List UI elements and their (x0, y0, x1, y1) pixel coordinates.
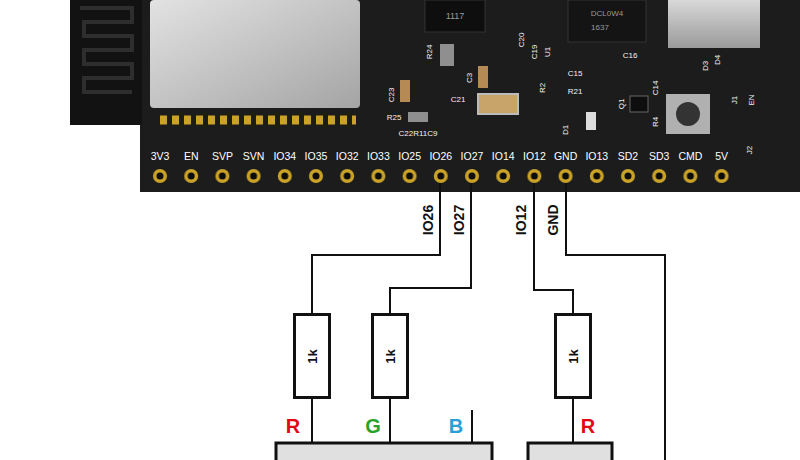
pin-label: IO27 (461, 151, 484, 162)
silkscreen-label: C21 (451, 96, 466, 104)
wire (471, 410, 473, 444)
silkscreen-label: 1117 (446, 12, 465, 21)
resistor-value: 1k (567, 349, 580, 363)
resistor-symbol: 1k (554, 313, 592, 399)
silkscreen-label: C23 (388, 88, 396, 103)
wire (389, 399, 391, 444)
wire (311, 399, 313, 444)
button-cap (676, 102, 700, 126)
pin-label: 3V3 (151, 151, 170, 162)
silkscreen-label: R4 (652, 117, 660, 127)
silkscreen-label: D1 (562, 125, 570, 135)
usb-uart-chip (568, 0, 646, 42)
wires (312, 183, 665, 460)
module-pads (160, 116, 356, 125)
silkscreen-label: R2 (539, 83, 547, 93)
usb-connector (668, 0, 760, 48)
pin-label: IO26 (429, 151, 452, 162)
pin-label: SVP (212, 151, 233, 162)
wire (572, 399, 574, 444)
push-button (666, 94, 710, 134)
wire (534, 183, 573, 313)
silkscreen-label: 1637 (591, 24, 609, 32)
pin-label: 5V (715, 151, 728, 162)
silkscreen-label: C15 (568, 70, 583, 78)
silkscreen-label: C19 (531, 45, 539, 60)
pin-label: IO34 (273, 151, 296, 162)
rgb-led (276, 443, 492, 460)
regulator-chip (425, 0, 485, 32)
color-channel-label: R (286, 416, 300, 436)
resistor-symbol: 1k (371, 313, 409, 399)
silkscreen-label: C22R11C9 (399, 130, 438, 138)
resistor-symbol: 1k (293, 313, 331, 399)
silkscreen-label: C14 (652, 81, 660, 96)
capacitor-part (478, 66, 488, 88)
silkscreen-label: R24 (426, 45, 434, 60)
silkscreen-label: D4 (714, 55, 722, 65)
silkscreen-label: C20 (518, 33, 526, 48)
wire-label: IO27 (452, 205, 466, 235)
led-part (586, 112, 596, 130)
wire-label: IO12 (514, 205, 528, 235)
capacitor-part (400, 80, 410, 102)
pin-label: SD2 (618, 151, 638, 162)
pin-label: IO35 (305, 151, 328, 162)
wire-label: GND (546, 204, 560, 235)
resistor-part (408, 112, 428, 122)
pin-label: SVN (243, 151, 265, 162)
silkscreen-label: C3 (466, 73, 474, 83)
pin-label: EN (184, 151, 199, 162)
pin-label: GND (554, 151, 577, 162)
color-channel-label: G (365, 416, 381, 436)
pin-label: IO12 (523, 151, 546, 162)
resistor-part (440, 44, 454, 66)
pin-label: CMD (678, 151, 702, 162)
silkscreen-label: EN (748, 94, 756, 105)
silkscreen-label: U1 (544, 47, 552, 57)
antenna-trace (80, 8, 132, 92)
pin-label: IO33 (367, 151, 390, 162)
pcb-board (70, 0, 800, 192)
rgb-led (528, 443, 612, 460)
wire-label: IO26 (421, 205, 435, 235)
pin-label: IO14 (492, 151, 515, 162)
silkscreen-label: Q1 (618, 99, 626, 110)
pin-label: IO13 (585, 151, 608, 162)
color-channel-label: R (581, 416, 595, 436)
silkscreen-label: DCL0W4 (591, 10, 623, 18)
wire (312, 183, 440, 313)
capacitor-part (478, 94, 518, 114)
transistor-part (630, 96, 648, 112)
resistor-value: 1k (384, 349, 397, 363)
silkscreen-label: C16 (623, 52, 638, 60)
esp32-module (150, 0, 360, 108)
wire (390, 183, 471, 313)
antenna-area (70, 0, 142, 125)
pin-label: IO32 (336, 151, 359, 162)
color-channel-label: B (449, 416, 463, 436)
resistor-value: 1k (306, 349, 319, 363)
silkscreen-label: J1 (731, 96, 739, 104)
pin-label: IO25 (398, 151, 421, 162)
silkscreen-label: R25 (387, 114, 402, 122)
silkscreen-label: R21 (568, 88, 583, 96)
silkscreen-label: D3 (702, 61, 710, 71)
silkscreen-label: J2 (746, 146, 754, 154)
pin-label: SD3 (649, 151, 669, 162)
